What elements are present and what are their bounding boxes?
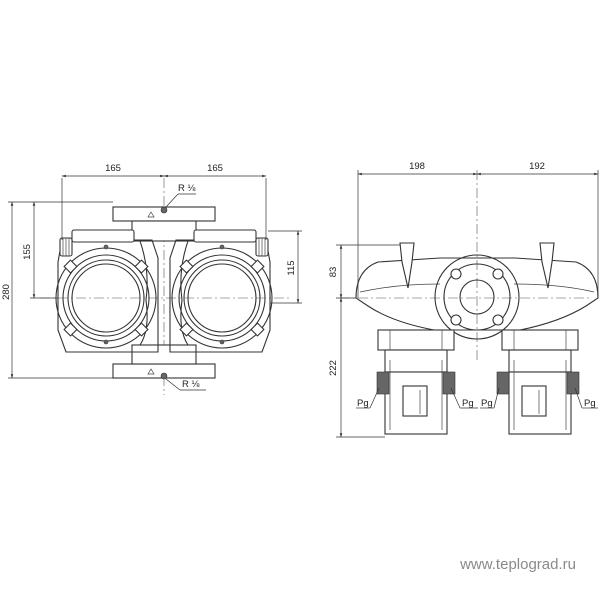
side-view: 198 192 83 222 Pg Pg Pg Pg bbox=[328, 161, 599, 438]
right-terminal-box bbox=[496, 329, 580, 435]
right-pump-housing bbox=[169, 229, 273, 353]
front-view: 165 165 280 155 115 R ⅛ R ⅛ bbox=[1, 163, 302, 395]
left-terminal-box bbox=[376, 329, 456, 435]
thread-top-label: R ⅛ bbox=[178, 183, 196, 194]
gland-label-2: Pg bbox=[462, 398, 474, 409]
side-width-right-label: 192 bbox=[529, 161, 545, 172]
side-height-upper-label: 83 bbox=[328, 267, 339, 278]
side-height-lower-label: 222 bbox=[328, 360, 339, 376]
thread-bottom-label: R ⅛ bbox=[182, 379, 200, 390]
gland-label-3: Pg bbox=[481, 398, 493, 409]
watermark: www.teplograd.ru bbox=[460, 556, 576, 573]
front-height-right-label: 115 bbox=[286, 260, 297, 275]
front-width-left-label: 165 bbox=[105, 163, 121, 174]
front-width-right-label: 165 bbox=[207, 163, 223, 174]
gland-label-1: Pg bbox=[357, 398, 369, 409]
side-width-left-label: 198 bbox=[409, 161, 425, 172]
front-height-total-label: 280 bbox=[1, 284, 12, 300]
front-height-upper-label: 155 bbox=[22, 244, 33, 260]
gland-label-4: Pg bbox=[584, 398, 596, 409]
